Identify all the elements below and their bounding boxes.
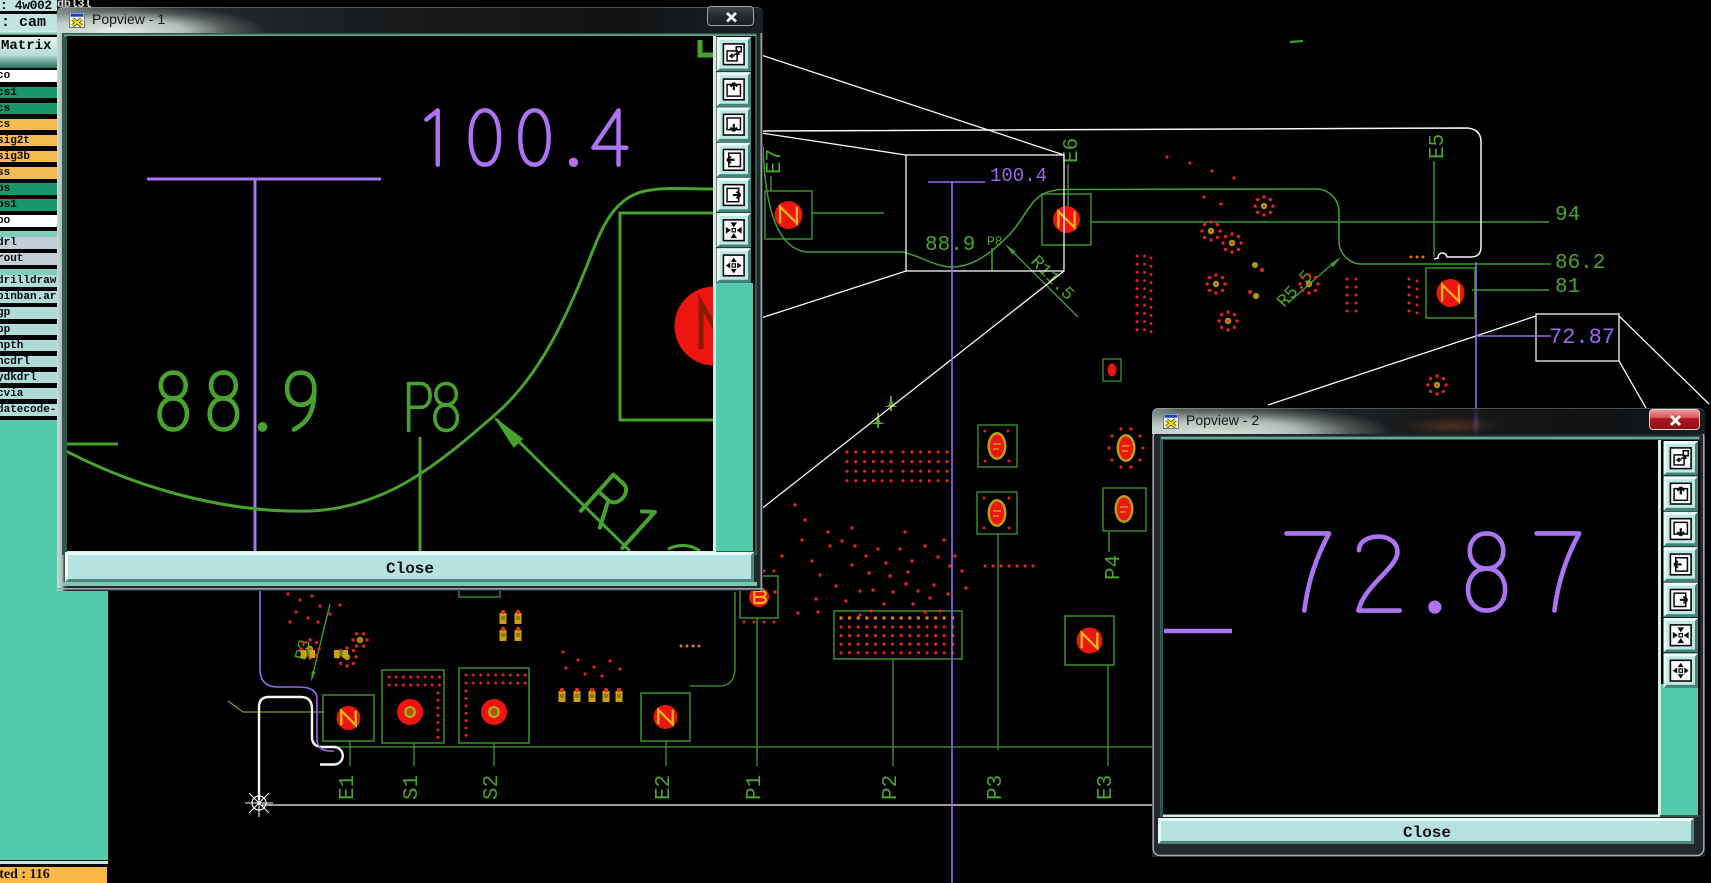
svg-text:P2: P2 [880, 775, 903, 800]
svg-text:E5: E5 [1427, 134, 1450, 159]
svg-text:R11.5: R11.5 [1026, 252, 1078, 305]
svg-text:100.4: 100.4 [990, 165, 1047, 187]
svg-text:R5.5: R5.5 [1274, 267, 1318, 312]
svg-text:P8: P8 [987, 234, 1003, 249]
svg-text:P3: P3 [985, 775, 1008, 800]
svg-text:E1: E1 [337, 775, 360, 800]
svg-text:S1: S1 [401, 775, 424, 800]
svg-text:P4: P4 [1103, 555, 1126, 580]
svg-text:E3: E3 [1095, 775, 1118, 800]
svg-text:88.9: 88.9 [925, 234, 975, 257]
svg-text:Close: Close [1403, 824, 1451, 842]
svg-text:86.2: 86.2 [1555, 252, 1605, 275]
svg-text:Close: Close [386, 560, 434, 578]
svg-text:P1: P1 [744, 775, 767, 800]
svg-text:94: 94 [1555, 204, 1580, 227]
svg-text:81: 81 [1555, 276, 1580, 299]
svg-text:E7: E7 [764, 149, 787, 174]
svg-text:E2: E2 [653, 775, 676, 800]
svg-text:S2: S2 [481, 775, 504, 800]
svg-text:E6: E6 [1061, 138, 1084, 163]
svg-text:72.87: 72.87 [1549, 325, 1615, 350]
